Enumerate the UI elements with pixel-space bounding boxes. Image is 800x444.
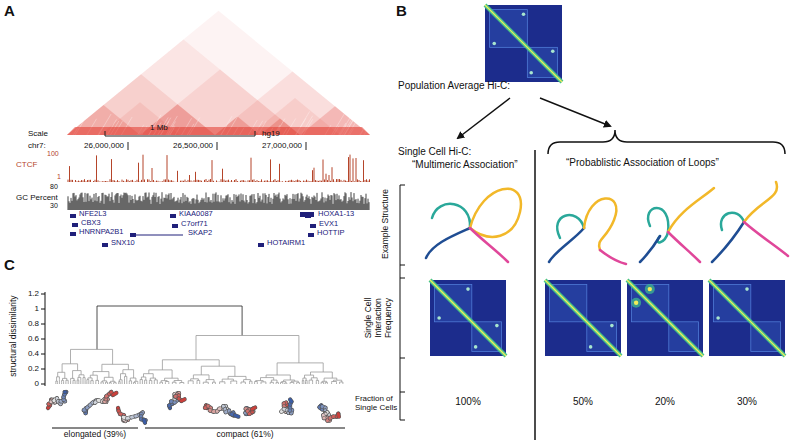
figure-label: Single Cell Hi-C: [398, 146, 471, 158]
figure-label: 0.6 [28, 334, 39, 343]
figure-label: HOTAIRM1 [267, 239, 305, 248]
figure-label: CBX3 [81, 219, 101, 228]
figure-label: 100 [47, 150, 59, 158]
figure-label: elongated (39%) [64, 430, 126, 440]
figure-label: 80 [50, 183, 58, 191]
panel-letter: C [4, 256, 15, 273]
figure-label: 0 [35, 379, 39, 388]
figure-label: 0.4 [28, 349, 39, 358]
figure-label: 0.8 [28, 319, 39, 328]
figure-label: 1 Mb [150, 123, 168, 132]
figure-label: 1.2 [28, 289, 39, 298]
figure-label: 0.2 [28, 364, 39, 373]
figure-label: 27,000,000 [262, 141, 302, 150]
figure-label: KIAA0087 [179, 210, 213, 219]
panel-letter: B [396, 2, 407, 19]
figure-label: 1 [35, 304, 39, 313]
figure-label: hg19 [262, 129, 280, 138]
figure-label: Population Average Hi-C: [398, 80, 510, 92]
axis-label: structural dissimilarity [9, 295, 19, 376]
figure-label: “Multimeric Association” [412, 159, 518, 171]
figure-label: NFE2L3 [79, 210, 107, 219]
figure-label: “Probablistic Association of Loops” [566, 157, 719, 169]
figure-label: SKAP2 [188, 229, 212, 238]
figure-label: HNRNPA2B1 [79, 228, 123, 237]
panel-letter: A [4, 2, 15, 19]
figure-label: compact (61%) [216, 430, 273, 440]
figure-label: CTCF [16, 160, 37, 169]
figure-label: Fraction of Single Cells [355, 394, 399, 412]
figure-label: HOTTIP [317, 229, 345, 238]
figure-label: 100% [455, 396, 481, 408]
figure-label: SNX10 [111, 239, 135, 248]
figure-label: 1 [57, 173, 61, 181]
figure-label: Scale [28, 129, 48, 138]
figure-label: 30 [50, 202, 58, 210]
figure-label: EVX1 [319, 220, 338, 229]
figure-label: 26,500,000 [173, 141, 213, 150]
axis-label: Single Cell Interaction Frequency [364, 277, 393, 359]
figure-label: chr7: [28, 141, 46, 150]
figure-label: GC Percent [16, 193, 58, 202]
axis-label: Example Structure [381, 189, 391, 259]
figure-label: HOXA1-13 [318, 210, 354, 219]
figure-label: C7orf71 [181, 220, 208, 229]
figure-label: 50% [573, 396, 593, 408]
figure-label: 20% [655, 396, 675, 408]
figure-label: 26,000,000 [84, 141, 124, 150]
figure-label: 30% [737, 396, 757, 408]
